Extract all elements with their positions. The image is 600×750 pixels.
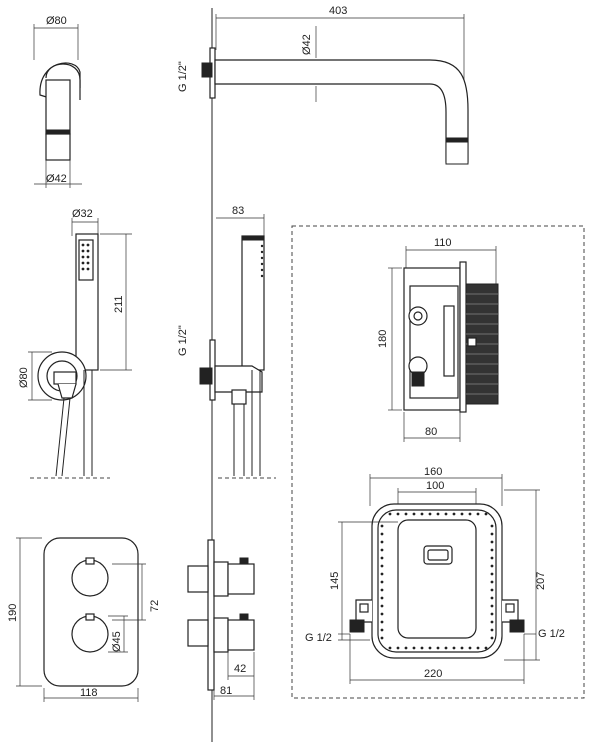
- hand-shower-side: 83 G 1/2": [177, 205, 276, 479]
- spout-base-diameter-label: Ø42: [46, 173, 67, 185]
- frame-total-width-label: 220: [424, 668, 442, 680]
- spout-thread-label: G 1/2": [177, 61, 189, 92]
- mounting-frame-view: 160 100 145 207 G 1/2 G 1/2: [305, 466, 565, 684]
- concealed-box-view: 110 180 80: [377, 237, 499, 442]
- hand-shower-diameter-label: Ø32: [72, 208, 93, 220]
- box-depth-label: 80: [425, 426, 437, 438]
- frame-thread-left-label: G 1/2: [305, 632, 332, 644]
- concealed-body-frame: [291, 225, 585, 699]
- frame-thread-right-label: G 1/2: [538, 628, 565, 640]
- mixer-total-depth-label: 81: [220, 685, 232, 697]
- knob-spacing-label: 72: [149, 600, 161, 612]
- frame-total-height-label: 207: [535, 572, 547, 590]
- wall-flange-diameter-label: Ø80: [46, 15, 67, 27]
- box-width-label: 110: [434, 237, 452, 249]
- frame-dots: [380, 512, 494, 650]
- hand-shower-projection-label: 83: [232, 205, 244, 217]
- mixer-projection-label: 42: [234, 663, 246, 675]
- spout-side-view: Ø80 Ø42: [33, 15, 82, 188]
- hand-shower-length-label: 211: [113, 295, 125, 313]
- frame-outer-width-label: 160: [424, 466, 442, 478]
- mixer-plate-front: 190 72 Ø45 118: [7, 537, 161, 702]
- box-height-label: 180: [377, 330, 389, 348]
- holder-diameter-label: Ø80: [18, 367, 30, 388]
- spout-pipe-diameter-label: Ø42: [301, 34, 313, 55]
- knob-diameter-label: Ø45: [111, 631, 123, 652]
- spout-top-view: 403 G 1/2" Ø42: [177, 5, 469, 165]
- hand-shower-front: Ø32 211 Ø80: [18, 208, 132, 479]
- plate-width-label: 118: [80, 687, 98, 699]
- plate-height-label: 190: [7, 604, 19, 622]
- mixer-side-view: 42 81: [187, 539, 255, 700]
- frame-inner-height-label: 145: [329, 572, 341, 590]
- frame-inner-width-label: 100: [426, 480, 444, 492]
- spout-length-label: 403: [329, 5, 347, 17]
- hand-shower-thread-label: G 1/2": [177, 325, 189, 356]
